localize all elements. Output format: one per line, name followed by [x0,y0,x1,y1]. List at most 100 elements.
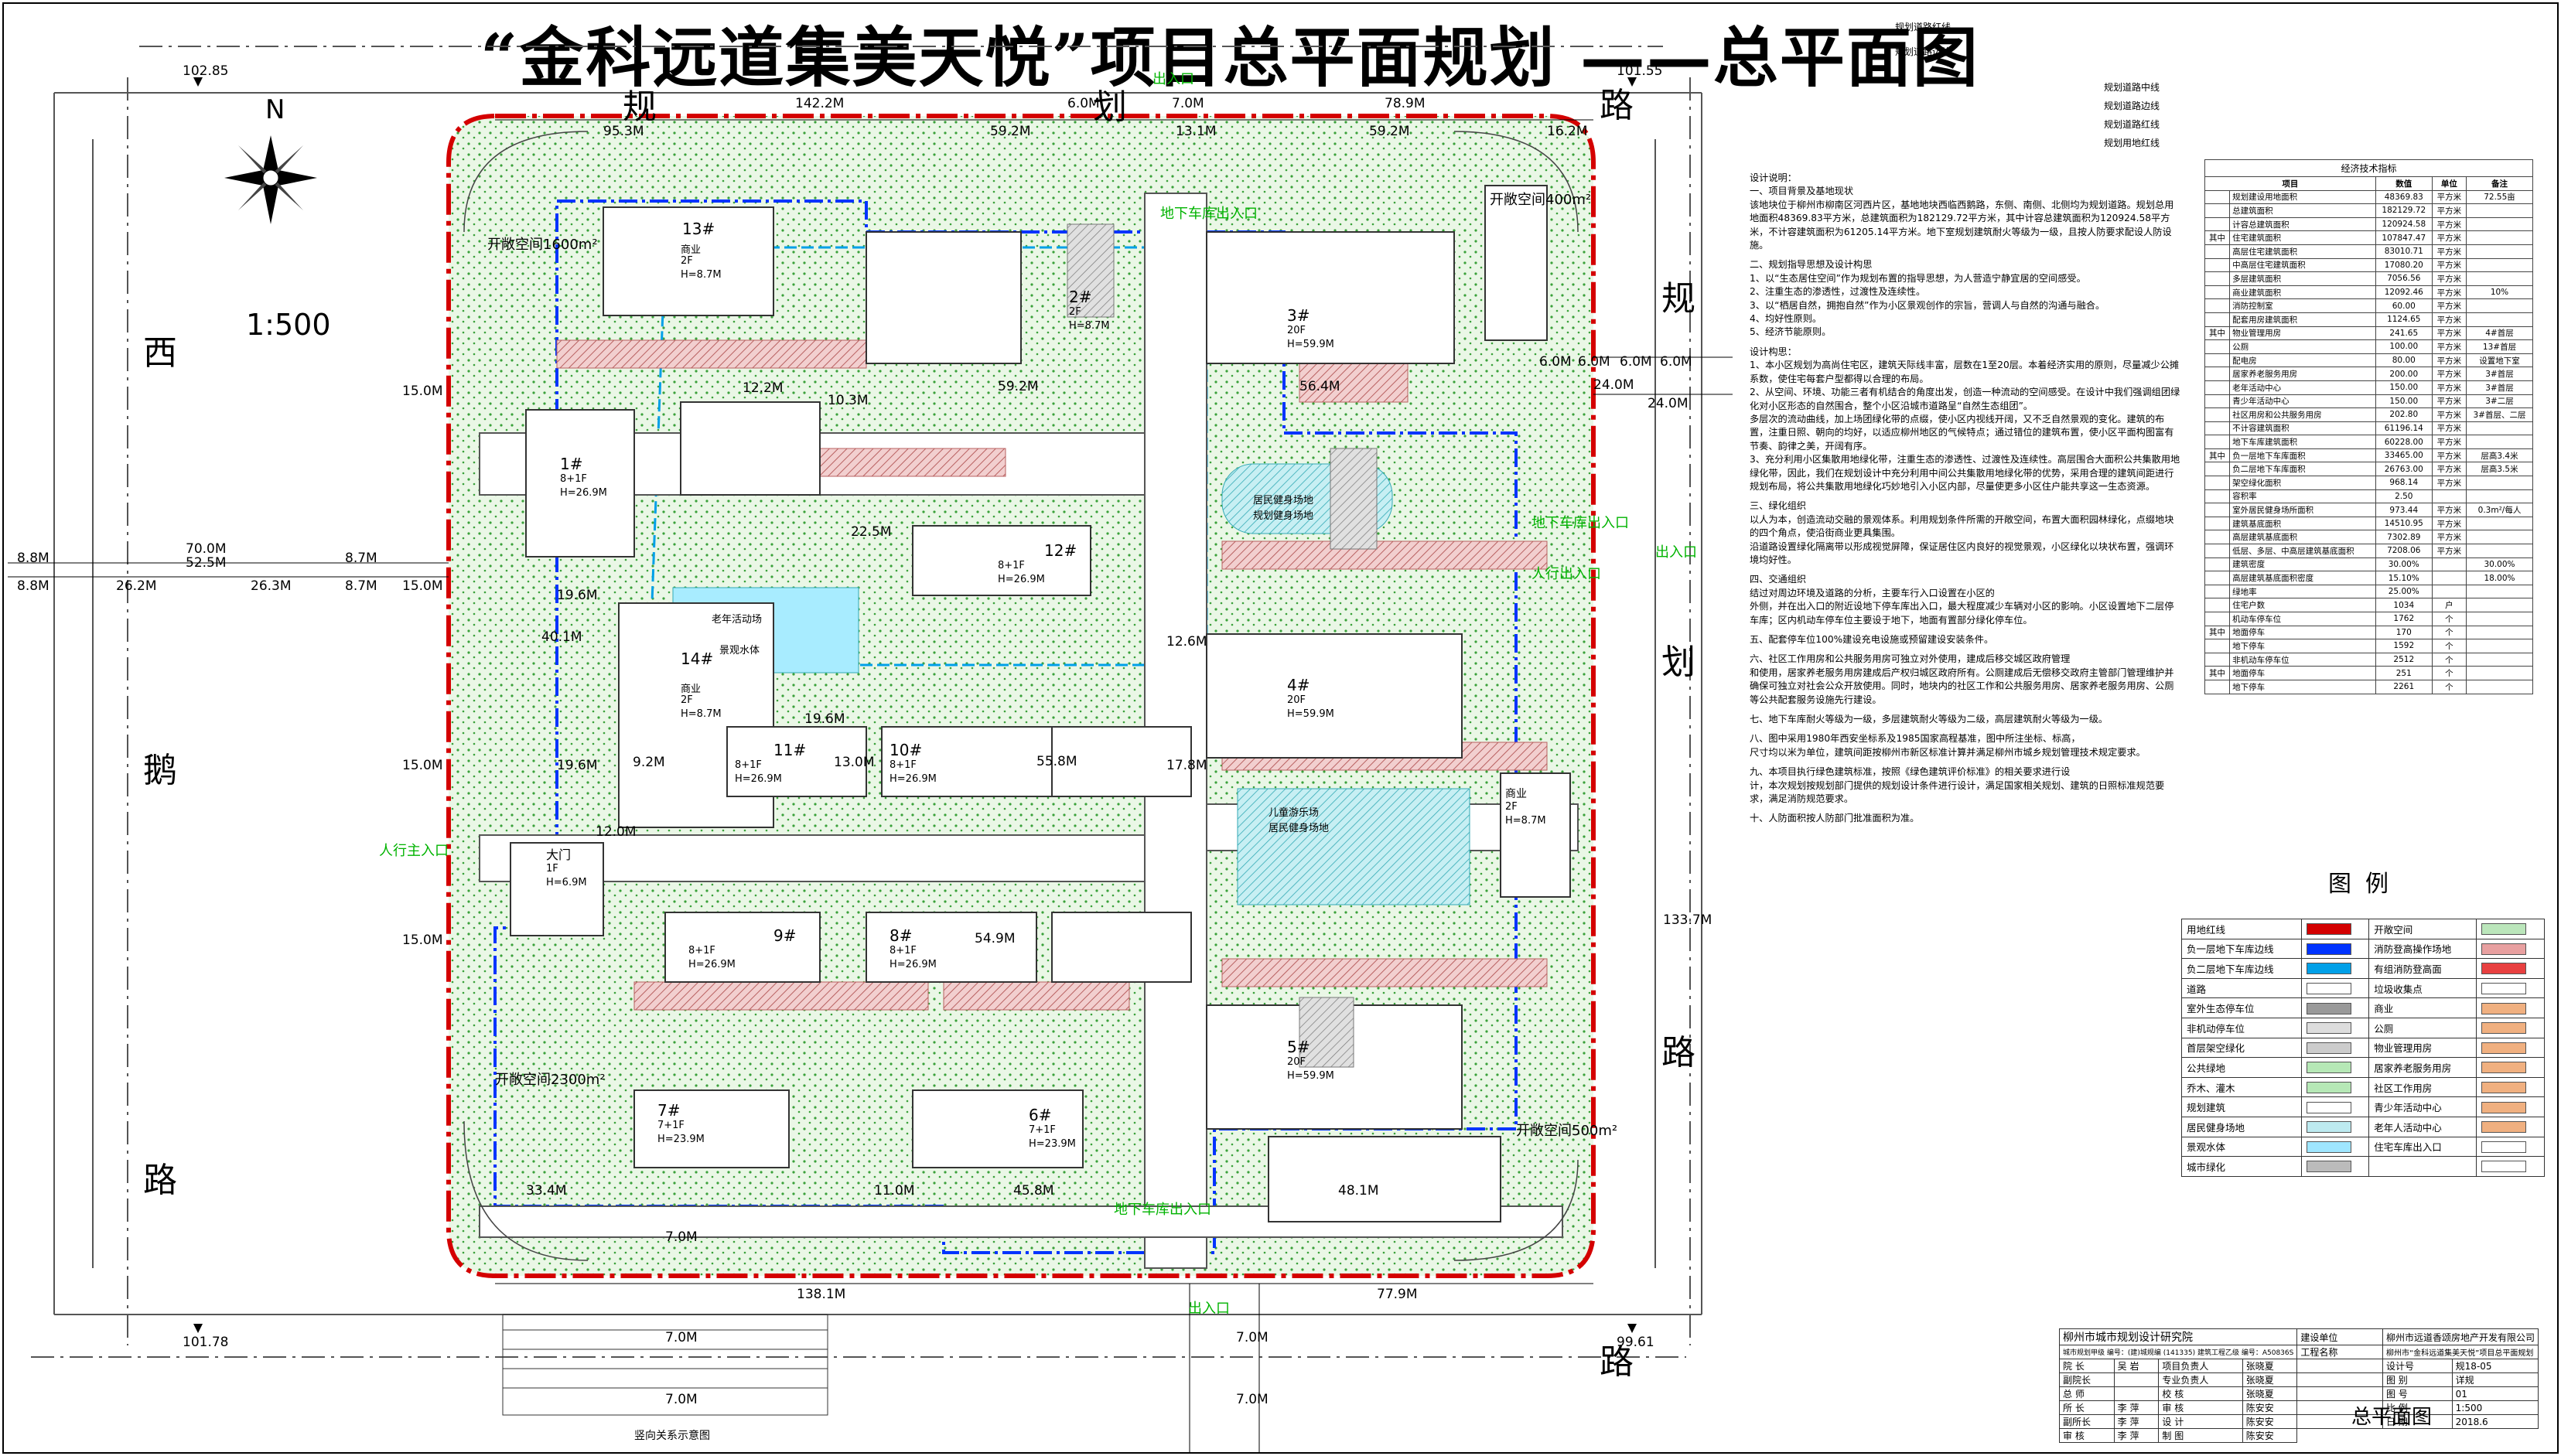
legend-swatch-icon [2481,1002,2527,1014]
open-space-sw: 开敞空间2300m² [495,1072,606,1088]
econ-cell: 251 [2375,666,2433,680]
econ-cell: 社区用房和公共服务用房 [2229,407,2376,422]
legend-swatch-icon [2306,1121,2351,1134]
econ-cell: 平方米 [2431,312,2467,327]
econ-cell [2465,639,2534,653]
economic-table-caption: 经济技术指标 [2204,159,2533,176]
legend-swatch-icon [2306,1101,2351,1113]
econ-cell: 60.00 [2375,298,2433,313]
econ-cell: 高层住宅建筑面积 [2229,244,2376,259]
legend-label: 商业 [2368,997,2477,1018]
legend-swatch-icon [2306,943,2351,955]
legend-swatch-icon [2306,1062,2351,1074]
dim-label: 6.0M [1620,354,1652,370]
legend-row: 规划建筑青少年活动中心 [2181,1096,2545,1117]
note-line: 一、项目背景及基地现状 [1750,186,1854,197]
econ-cell: 30.00% [2375,557,2433,572]
role-cell: 李 萍 [2113,1400,2160,1415]
legend-swatch-icon [2481,1042,2527,1054]
econ-cell: 商业建筑面积 [2229,285,2376,300]
section-diagram [502,1314,828,1416]
econ-cell: 其中 [2204,448,2231,463]
role-cell: 校 核 [2158,1386,2243,1401]
econ-cell: 层高3.4米 [2465,448,2534,463]
open-space-nw: 开敞空间1600m² [487,237,598,253]
legend-row: 道路垃圾收集点 [2181,977,2545,999]
note-line: 外侧，并在出入口的附近设地下停车库出入口，最大程度减少车辆对小区的影响。小区设置… [1750,601,2174,626]
econ-cell: 架空绿化面积 [2229,476,2376,490]
econ-cell: 负一层地下车库面积 [2229,448,2376,463]
legend-swatch [2476,1136,2545,1158]
dim-label: 22.5M [851,524,892,540]
econ-cell: 平方米 [2431,435,2467,449]
legend-label: 住宅车库出入口 [2368,1136,2477,1158]
econ-cell [2465,612,2534,626]
legend-row: 首层架空绿化物业管理用房 [2181,1037,2545,1059]
legend-swatch [2476,919,2545,939]
building-1-height: H=26.9M [560,487,607,499]
econ-cell: 170 [2375,625,2433,640]
econ-cell [2465,530,2534,545]
econ-cell: 平方米 [2431,394,2467,409]
dim-label: 9.2M [633,755,665,770]
building-2-id: 2# [1069,288,1092,306]
role-cell: 项目负责人 [2158,1359,2243,1373]
legend-table: 用地红线开敞空间负一层地下车库边线消防登高操作场地负二层地下车库边线有组消防登高… [2181,919,2545,1177]
meta-cell: 图 别 [2382,1372,2453,1387]
building-9-height: H=26.9M [688,959,736,970]
building-14-id: 14# [681,650,714,668]
road-east-char-3: 路 [1661,1033,1695,1072]
building-8-id: 8# [890,926,913,945]
building-10-id: 10# [890,741,923,759]
econ-cell: 平方米 [2431,326,2467,341]
econ-cell: 其中 [2204,230,2231,245]
road-west-char-1: 西 [143,333,177,373]
note-line: 设计构思： [1750,346,1797,357]
legend-swatch [2476,958,2545,979]
note-line: 多层次的流动曲线，加上场团绿化带的点缀，使小区内视线开阔，又不乏自然景观的变化。… [1750,413,2174,452]
econ-cell: 150.00 [2375,380,2433,395]
econ-cell: 多层建筑面积 [2229,271,2376,286]
role-cell [2113,1386,2160,1401]
legend-swatch [2476,1156,2545,1177]
role-cell: 陈安安 [2242,1400,2298,1415]
dim-label: 59.2M [1369,124,1410,139]
legend-label: 公厕 [2368,1017,2477,1038]
econ-cell: 平方米 [2431,217,2467,232]
note-line [1750,806,2183,812]
econ-cell: 机动车停车位 [2229,612,2376,626]
role-cell: 副所长 [2059,1414,2115,1429]
econ-cell: 80.00 [2375,353,2433,368]
pedestrian-main-entrance: 人行主入口 [379,843,449,859]
econ-cell: 2261 [2375,679,2433,694]
gatehouse-id: 大门 [546,847,572,862]
econ-cell: 个 [2431,666,2467,680]
econ-cell [2204,394,2231,409]
legend-swatch-icon [2306,963,2351,975]
role-cell: 陈安安 [2242,1428,2298,1443]
econ-cell: 4#首层 [2465,326,2534,341]
econ-cell: 低层、多层、中高层建筑基底面积 [2229,544,2376,558]
legend-swatch-icon [2481,1161,2527,1173]
role-cell: 专业负责人 [2158,1372,2243,1387]
econ-cell: 其中 [2204,666,2231,680]
role-cell: 副院长 [2059,1372,2115,1387]
econ-cell: 150.00 [2375,394,2433,409]
econ-cell: 7302.89 [2375,530,2433,545]
note-line: 和使用，居家养老服务用房建成后产权归城区政府所有。公厕建成后无偿移交政府主管部门… [1750,667,2174,705]
dim-label: 8.7M [345,578,377,594]
econ-cell: 地下车库建筑面积 [2229,435,2376,449]
elevation-nw: 102.85 [183,63,229,79]
dim-label: 40.1M [541,629,582,645]
meta-cell: 01 [2451,1386,2539,1401]
entrance-north: 出入口 [1152,71,1194,87]
note-line: 计，本次规划按规划部门提供的规划设计条件进行设计，满足国家相关规划、建筑的日照标… [1750,779,2165,805]
role-cell: 设 计 [2158,1414,2243,1429]
